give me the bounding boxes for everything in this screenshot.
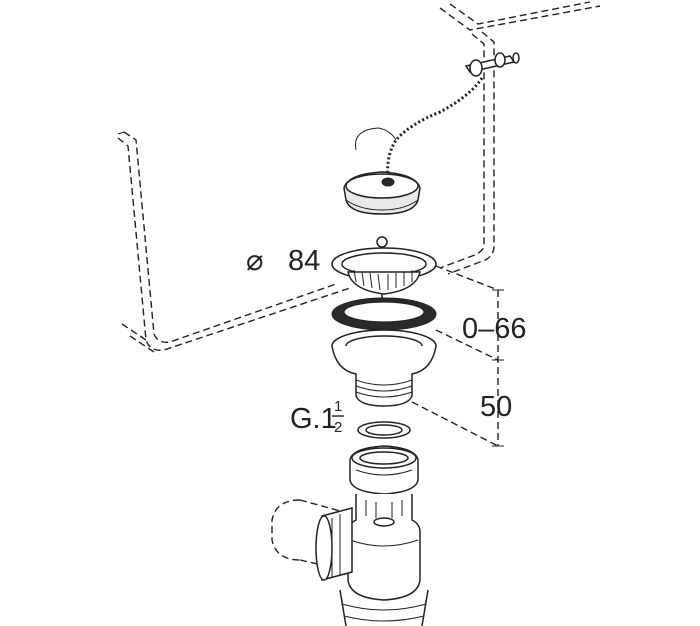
depth-label: 50 bbox=[480, 391, 512, 423]
sink-outline bbox=[117, 1, 601, 353]
plug-chain bbox=[354, 77, 484, 177]
siphon-trap bbox=[339, 445, 429, 626]
label-diameter: ⌀ 84 bbox=[246, 245, 320, 277]
thread-size-label: G.1 1 2 bbox=[290, 398, 344, 436]
height-range-label: 0–66 bbox=[462, 313, 527, 345]
chain-bracket bbox=[464, 52, 520, 77]
outlet-body bbox=[331, 329, 437, 407]
drain-plug bbox=[343, 171, 421, 215]
diameter-symbol: ⌀ bbox=[246, 245, 263, 277]
thread-prefix: G.1 bbox=[290, 403, 337, 435]
washer bbox=[357, 421, 411, 439]
strainer-basket bbox=[331, 236, 437, 330]
dimension-lines bbox=[411, 265, 504, 447]
diameter-value: 84 bbox=[288, 245, 320, 277]
overflow-connector bbox=[271, 499, 353, 581]
thread-fraction-denominator: 2 bbox=[334, 419, 342, 436]
rubber-gasket bbox=[331, 297, 437, 331]
thread-fraction-numerator: 1 bbox=[334, 398, 342, 415]
